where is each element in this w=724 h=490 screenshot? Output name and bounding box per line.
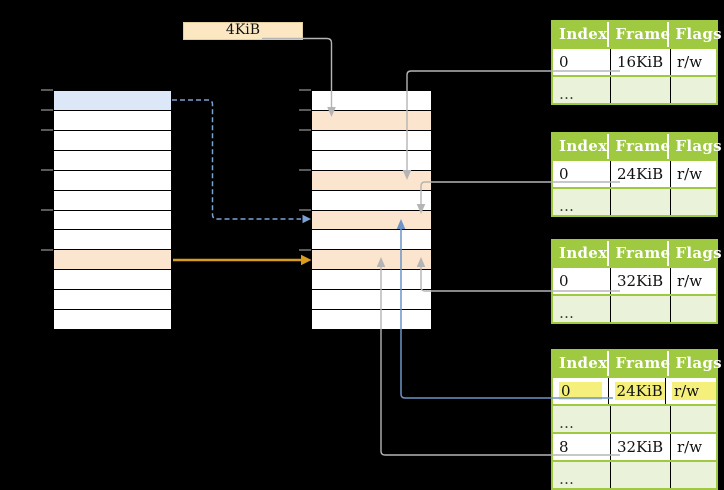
cell-index: 8 [559,438,569,456]
memory-cell [54,130,171,151]
cell-frame: 32KiB [610,268,670,294]
column-header-index: Index [559,354,608,372]
cell-index: … [559,85,574,103]
memory-cell [54,190,171,211]
cell-frame [610,406,670,432]
page-table-2: Index Frame Flags 0 24KiB r/w … [551,132,722,217]
page-table-ellipsis-row: … [553,187,716,215]
cell-frame [610,77,670,103]
column-header-index: Index [559,25,608,43]
page-table-1: Index Frame Flags 0 16KiB r/w … [551,20,722,105]
column-header-frame: Frame [607,22,670,47]
page-table-row: 0 32KiB r/w [553,266,716,294]
column-header-flags: Flags [667,134,722,159]
cell-flags: r/w [670,268,716,294]
cell-frame [610,189,670,215]
memory-cell [312,230,431,251]
cell-frame [610,296,670,322]
memory-cell-highlight-orange [312,210,431,231]
memory-cell-highlight-orange [312,250,431,271]
memory-cell [312,130,431,151]
arrow-virtual-page-to-frame-dashed [172,99,311,224]
memory-cell [54,110,171,131]
column-header-flags: Flags [667,22,722,47]
cell-index: … [559,470,574,488]
page-table-ellipsis-row: … [553,75,716,103]
page-table-header-row: Index Frame Flags [553,351,722,376]
arrow-virtual-page-to-frame-orange [173,254,312,266]
page-table-row-highlighted: 0 24KiB r/w [553,376,716,404]
cell-flags [670,296,716,322]
memory-cell [54,170,171,191]
memory-cell [54,270,171,291]
highlighted-value: 24KiB [614,382,665,400]
cell-flags [670,462,716,488]
cell-flags: r/w [665,378,716,404]
cell-frame [610,462,670,488]
page-table-header-row: Index Frame Flags [553,22,722,47]
memory-cell [54,150,171,171]
cell-index: … [559,197,574,215]
cell-index: … [559,304,574,322]
page-size-label: 4KiB [183,22,303,40]
highlighted-value: 0 [559,382,602,400]
page-table-row: 0 16KiB r/w [553,47,716,75]
memory-cell-highlight-blue [54,91,171,111]
memory-cell [312,91,431,111]
column-header-frame: Frame [607,351,670,376]
memory-cell [54,210,171,231]
page-table-4: Index Frame Flags 0 24KiB r/w … 8 32KiB … [551,349,722,490]
page-table-3: Index Frame Flags 0 32KiB r/w … [551,239,722,324]
cell-index: … [559,414,574,432]
column-header-index: Index [559,244,608,262]
page-table-row: 0 24KiB r/w [553,159,716,187]
cell-flags: r/w [670,49,716,75]
cell-flags: r/w [670,434,716,460]
physical-memory-table [311,90,432,330]
memory-cell-highlight-orange [54,250,171,271]
memory-cell [312,270,431,291]
page-table-header-row: Index Frame Flags [553,241,722,266]
page-table-row: 8 32KiB r/w [553,432,716,460]
cell-index: 0 [559,272,569,290]
column-header-frame: Frame [607,241,670,266]
page-table-ellipsis-row: … [553,404,716,432]
memory-cell [312,150,431,171]
virtual-memory-table [53,90,172,330]
cell-index: 0 [559,53,569,71]
column-header-flags: Flags [667,241,722,266]
memory-cell-highlight-orange [312,110,431,131]
cell-index: 0 [553,378,608,404]
page-table-ellipsis-row: … [553,460,716,488]
column-header-index: Index [559,137,608,155]
cell-index: 0 [559,165,569,183]
cell-flags [670,406,716,432]
cell-frame: 32KiB [610,434,670,460]
cell-flags: r/w [670,161,716,187]
memory-cell [54,310,171,330]
memory-cell [54,290,171,311]
cell-flags [670,189,716,215]
page-table-header-row: Index Frame Flags [553,134,722,159]
cell-flags [670,77,716,103]
column-header-flags: Flags [667,351,722,376]
memory-cell [312,190,431,211]
memory-cell-highlight-orange [312,170,431,191]
memory-cell [312,310,431,330]
highlighted-value: r/w [672,382,716,400]
page-size-label-text: 4KiB [225,22,261,38]
cell-frame: 16KiB [610,49,670,75]
cell-frame: 24KiB [607,378,665,404]
cell-frame: 24KiB [610,161,670,187]
column-header-frame: Frame [607,134,670,159]
page-table-ellipsis-row: … [553,294,716,322]
memory-cell [54,230,171,251]
memory-cell [312,290,431,311]
